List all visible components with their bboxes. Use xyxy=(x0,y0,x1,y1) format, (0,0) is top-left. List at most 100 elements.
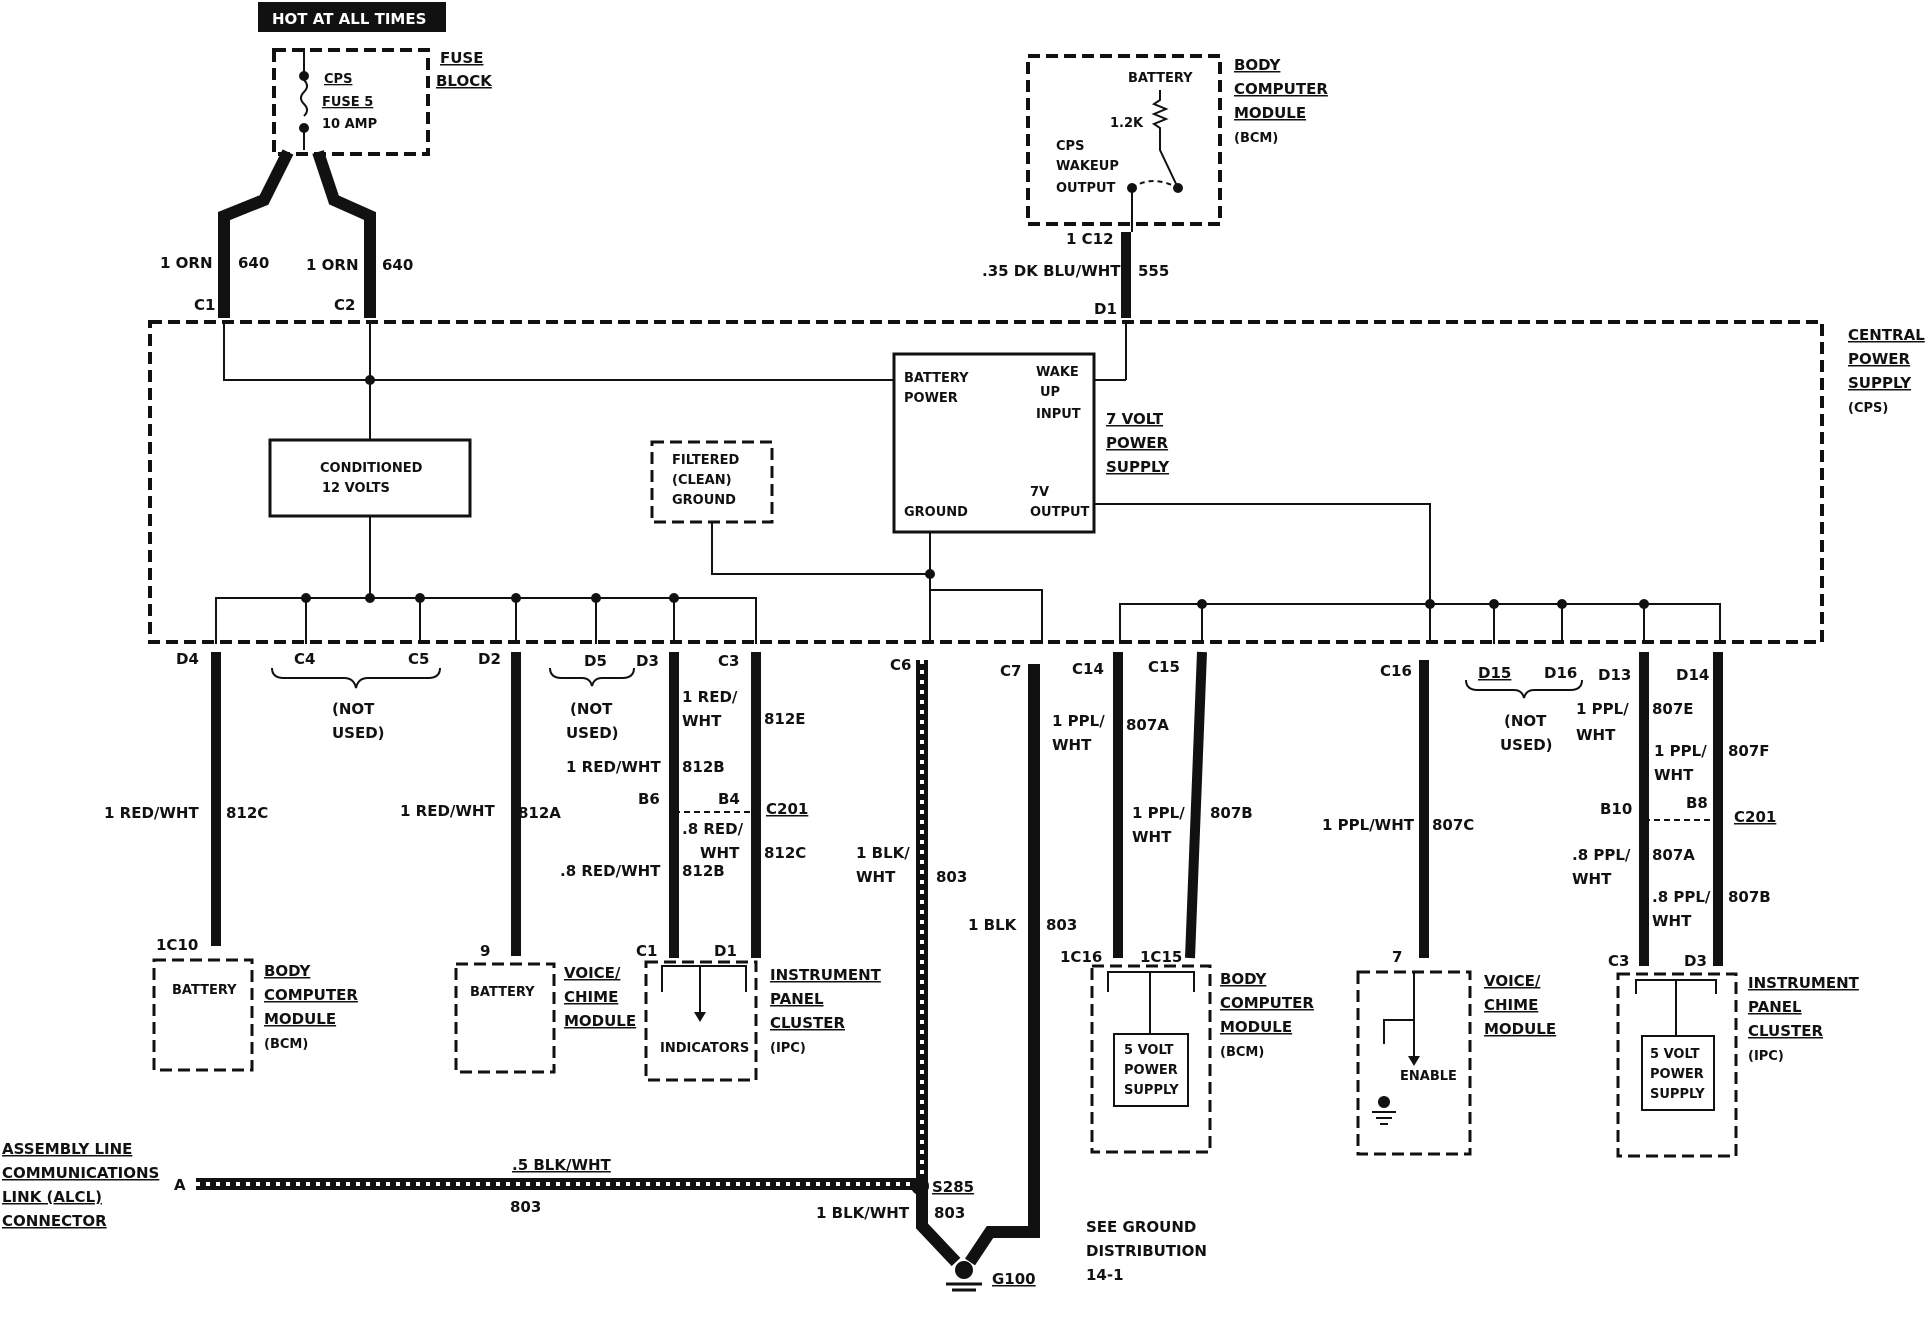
wire-label-803b: WHT xyxy=(856,868,896,886)
circuit-812c: 812C xyxy=(226,804,268,822)
wire-807b xyxy=(1185,651,1207,959)
wire-label-807a4: WHT xyxy=(1572,870,1612,888)
pin-c6: C6 xyxy=(890,656,911,674)
ipc2-supply-box xyxy=(1641,1035,1715,1111)
bcm2-supply-2: POWER xyxy=(1124,1063,1178,1078)
pin-c3: C3 xyxy=(718,652,739,670)
conn-c2-label: C2 xyxy=(334,296,355,314)
ground-node-g100 xyxy=(955,1261,973,1279)
vcm2-title-3: MODULE xyxy=(1484,1020,1556,1038)
ipc2-title-2: PANEL xyxy=(1748,998,1802,1016)
bcm2-box xyxy=(1090,964,1212,1154)
conn-d1-label: D1 xyxy=(1094,300,1117,318)
wire-label-807b2: WHT xyxy=(1132,828,1172,846)
vcm1-title-3: MODULE xyxy=(564,1012,636,1030)
bcm2-title-3: MODULE xyxy=(1220,1018,1292,1036)
bcm-top-title-3: MODULE xyxy=(1234,104,1306,122)
output-7v-1: 7V xyxy=(1030,485,1049,500)
arrow-down-icon xyxy=(694,1012,706,1022)
pin-d14: D14 xyxy=(1676,666,1709,684)
filtered-label-3: GROUND xyxy=(672,493,736,508)
resistor-icon xyxy=(1151,90,1179,189)
vcm2-node xyxy=(1378,1096,1390,1108)
circuit-812e: 812E xyxy=(764,710,806,728)
pin-c4: C4 xyxy=(294,650,315,668)
pin-c7: C7 xyxy=(1000,662,1021,680)
7v-supply-1: 7 VOLT xyxy=(1106,410,1164,428)
fuse-cps-label: CPS xyxy=(324,72,352,87)
circuit-807f: 807F xyxy=(1728,742,1770,760)
ipc2-title-4: (IPC) xyxy=(1748,1049,1784,1064)
wire-label-807c: 1 PPL/WHT xyxy=(1322,816,1415,834)
7v-supply-2: POWER xyxy=(1106,434,1169,452)
pin-b6: B6 xyxy=(638,790,660,808)
circuit-807a: 807A xyxy=(1126,716,1169,734)
bcm1-battery: BATTERY xyxy=(172,983,237,998)
bcm-top-wakeup: WAKEUP xyxy=(1056,159,1119,174)
see-ground-2: DISTRIBUTION xyxy=(1086,1242,1207,1260)
alcl-pin: A xyxy=(174,1176,186,1194)
vcm1-pin: 9 xyxy=(480,942,490,960)
bus-node-c15 xyxy=(1197,599,1207,609)
pin-d13: D13 xyxy=(1598,666,1631,684)
conditioned-label-2: 12 VOLTS xyxy=(322,481,390,496)
vcm2-resistor-icon xyxy=(1383,1019,1414,1044)
bus-node-c5 xyxy=(415,593,425,603)
bcm1-pin: 1C10 xyxy=(156,936,198,954)
ipc1-title-1: INSTRUMENT xyxy=(770,966,882,984)
wire-label-807f2: WHT xyxy=(1654,766,1694,784)
pin-d4: D4 xyxy=(176,650,199,668)
bcm2-pin-2: 1C15 xyxy=(1140,948,1182,966)
ipc1-bus xyxy=(661,965,747,992)
vcm2-title-1: VOICE/ xyxy=(1484,972,1541,990)
ground-g100-label: G100 xyxy=(992,1270,1036,1288)
circuit-803a: 803 xyxy=(936,868,967,886)
conn-c201-b: C201 xyxy=(1734,808,1776,826)
bcm2-title-2: COMPUTER xyxy=(1220,994,1314,1012)
bcm-top-node-b xyxy=(1173,183,1183,193)
splice-label: S285 xyxy=(932,1178,974,1196)
wire-640-c2 xyxy=(312,150,376,318)
wake-up-3: INPUT xyxy=(1036,407,1081,422)
fuse-amp-label: 10 AMP xyxy=(322,117,377,132)
not-used-c2: USED) xyxy=(1500,736,1553,754)
wire-label-812c2a: .8 RED/ xyxy=(682,820,744,838)
cond-bus xyxy=(215,597,757,644)
pin-d3: D3 xyxy=(636,652,659,670)
wire-label-1orn-b: 1 ORN xyxy=(306,256,359,274)
7v-bus xyxy=(1119,603,1721,644)
bus-node-c16 xyxy=(1425,599,1435,609)
fuse-block-outline xyxy=(272,48,430,156)
ipc2-title-1: INSTRUMENT xyxy=(1748,974,1860,992)
pin-d5: D5 xyxy=(584,652,607,670)
ipc2-pin-d3: D3 xyxy=(1684,952,1707,970)
wire-label-807e1: 1 PPL/ xyxy=(1576,700,1629,718)
not-used-b2: USED) xyxy=(566,724,619,742)
bcm2-supply-1: 5 VOLT xyxy=(1124,1043,1174,1058)
conn-c1-label: C1 xyxy=(194,296,215,314)
circuit-807b: 807B xyxy=(1210,804,1253,822)
circuit-807c: 807C xyxy=(1432,816,1474,834)
bcm-top-outline xyxy=(1026,54,1222,226)
pin-b8: B8 xyxy=(1686,794,1708,812)
bus-node-main xyxy=(365,593,375,603)
wake-up-2: UP xyxy=(1040,385,1060,400)
filtered-ground-line xyxy=(711,522,930,575)
wire-label-555: .35 DK BLU/WHT xyxy=(982,262,1121,280)
bcm2-pin-1: 1C16 xyxy=(1060,948,1102,966)
bus-node-d15 xyxy=(1489,599,1499,609)
power-7v-box xyxy=(892,352,1096,534)
wire-label-807a1: 1 PPL/ xyxy=(1052,712,1105,730)
ipc1-pin-d1: D1 xyxy=(714,942,737,960)
conditioned-12v-box xyxy=(268,438,472,518)
brace-c4-c5 xyxy=(271,667,441,689)
circuit-gnd: 803 xyxy=(934,1204,965,1222)
battery-power-2: POWER xyxy=(904,391,958,406)
vcm2-arrow-icon xyxy=(1408,1056,1420,1066)
wire-label-807e2: WHT xyxy=(1576,726,1616,744)
pin-d2: D2 xyxy=(478,650,501,668)
circuit-812b2: 812B xyxy=(682,758,725,776)
see-ground-1: SEE GROUND xyxy=(1086,1218,1196,1236)
fuse-node-top xyxy=(299,71,309,81)
